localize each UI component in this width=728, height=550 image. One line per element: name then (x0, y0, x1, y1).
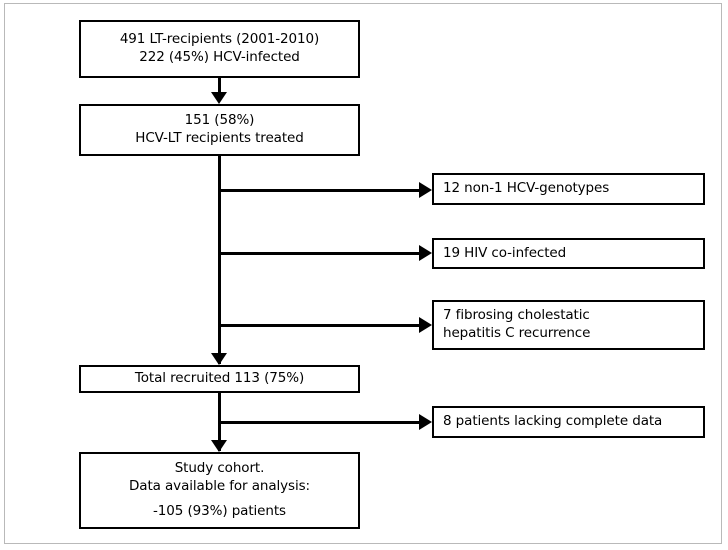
source-population-line-1: 491 LT-recipients (2001-2010) (119, 31, 320, 48)
exclusion-hiv-coinfected-line-1: 19 HIV co-infected (443, 244, 567, 261)
arrowhead-branch-hiv-coinfected (419, 245, 432, 261)
node-treated-population: 151 (58%) HCV-LT recipients treated (79, 104, 360, 156)
exclusion-fibrosing-cholestatic-line-1: 7 fibrosing cholestatic (443, 307, 590, 324)
exclusion-fibrosing-cholestatic-line-2: hepatitis C recurrence (443, 325, 591, 341)
node-exclusion-incomplete-data: 8 patients lacking complete data (432, 406, 705, 438)
node-total-recruited: Total recruited 113 (75%) (79, 365, 360, 393)
exclusion-incomplete-data-line-1: 8 patients lacking complete data (443, 413, 663, 430)
treated-population-line-2: HCV-LT recipients treated (135, 130, 304, 146)
study-cohort-line-3: -105 (93%) patients (153, 503, 286, 520)
connector-branch-fibrosing-cholestatic (218, 324, 423, 327)
node-exclusion-fibrosing-cholestatic: 7 fibrosing cholestatic hepatitis C recu… (432, 300, 705, 350)
node-exclusion-hiv-coinfected: 19 HIV co-infected (432, 238, 705, 269)
study-cohort-line-1: Study cohort. (174, 460, 265, 477)
arrowhead-branch-non1-genotypes (419, 182, 432, 198)
connector-branch-hiv-coinfected (218, 252, 423, 255)
connector-branch-non1-genotypes (218, 189, 423, 192)
node-source-population: 491 LT-recipients (2001-2010) 222 (45%) … (79, 20, 360, 78)
node-study-cohort: Study cohort. Data available for analysi… (79, 452, 360, 529)
arrowhead-branch-incomplete-data (419, 414, 432, 430)
exclusion-non1-genotypes-line-1: 12 non-1 HCV-genotypes (443, 180, 610, 197)
total-recruited-line-1: Total recruited 113 (75%) (134, 370, 305, 387)
treated-population-line-1: 151 (58%) (184, 112, 255, 129)
connector-source-to-treated (218, 78, 221, 100)
arrowhead-source-to-treated (211, 92, 227, 104)
arrowhead-branch-fibrosing-cholestatic (419, 317, 432, 333)
study-cohort-line-2: Data available for analysis: (128, 477, 310, 494)
node-exclusion-non1-genotypes: 12 non-1 HCV-genotypes (432, 173, 705, 205)
arrowhead-trunk-to-total-recruited (211, 353, 227, 365)
connector-main-trunk-upper (218, 156, 221, 364)
connector-branch-incomplete-data (218, 421, 423, 424)
arrowhead-trunk-to-study-cohort (211, 440, 227, 452)
source-population-line-2: 222 (45%) HCV-infected (139, 49, 300, 65)
